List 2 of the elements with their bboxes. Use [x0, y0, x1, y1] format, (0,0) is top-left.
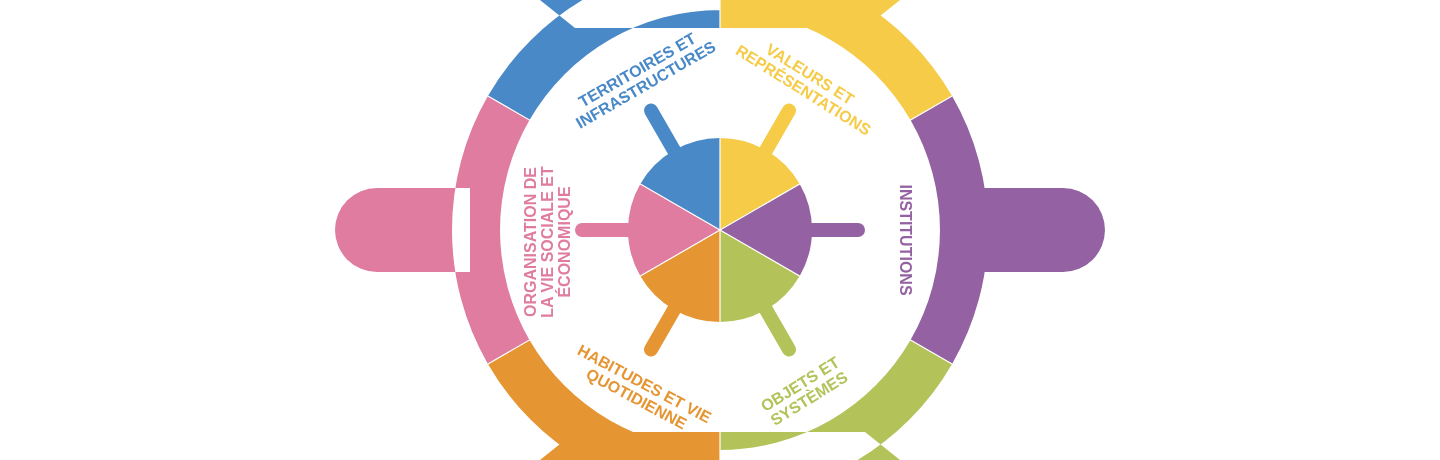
segment-label: ORGANISATION DE LA VIE SOCIALE ET ÉCONOMIQUE — [522, 157, 574, 327]
segment-label: INSTITUTIONS — [896, 165, 914, 315]
